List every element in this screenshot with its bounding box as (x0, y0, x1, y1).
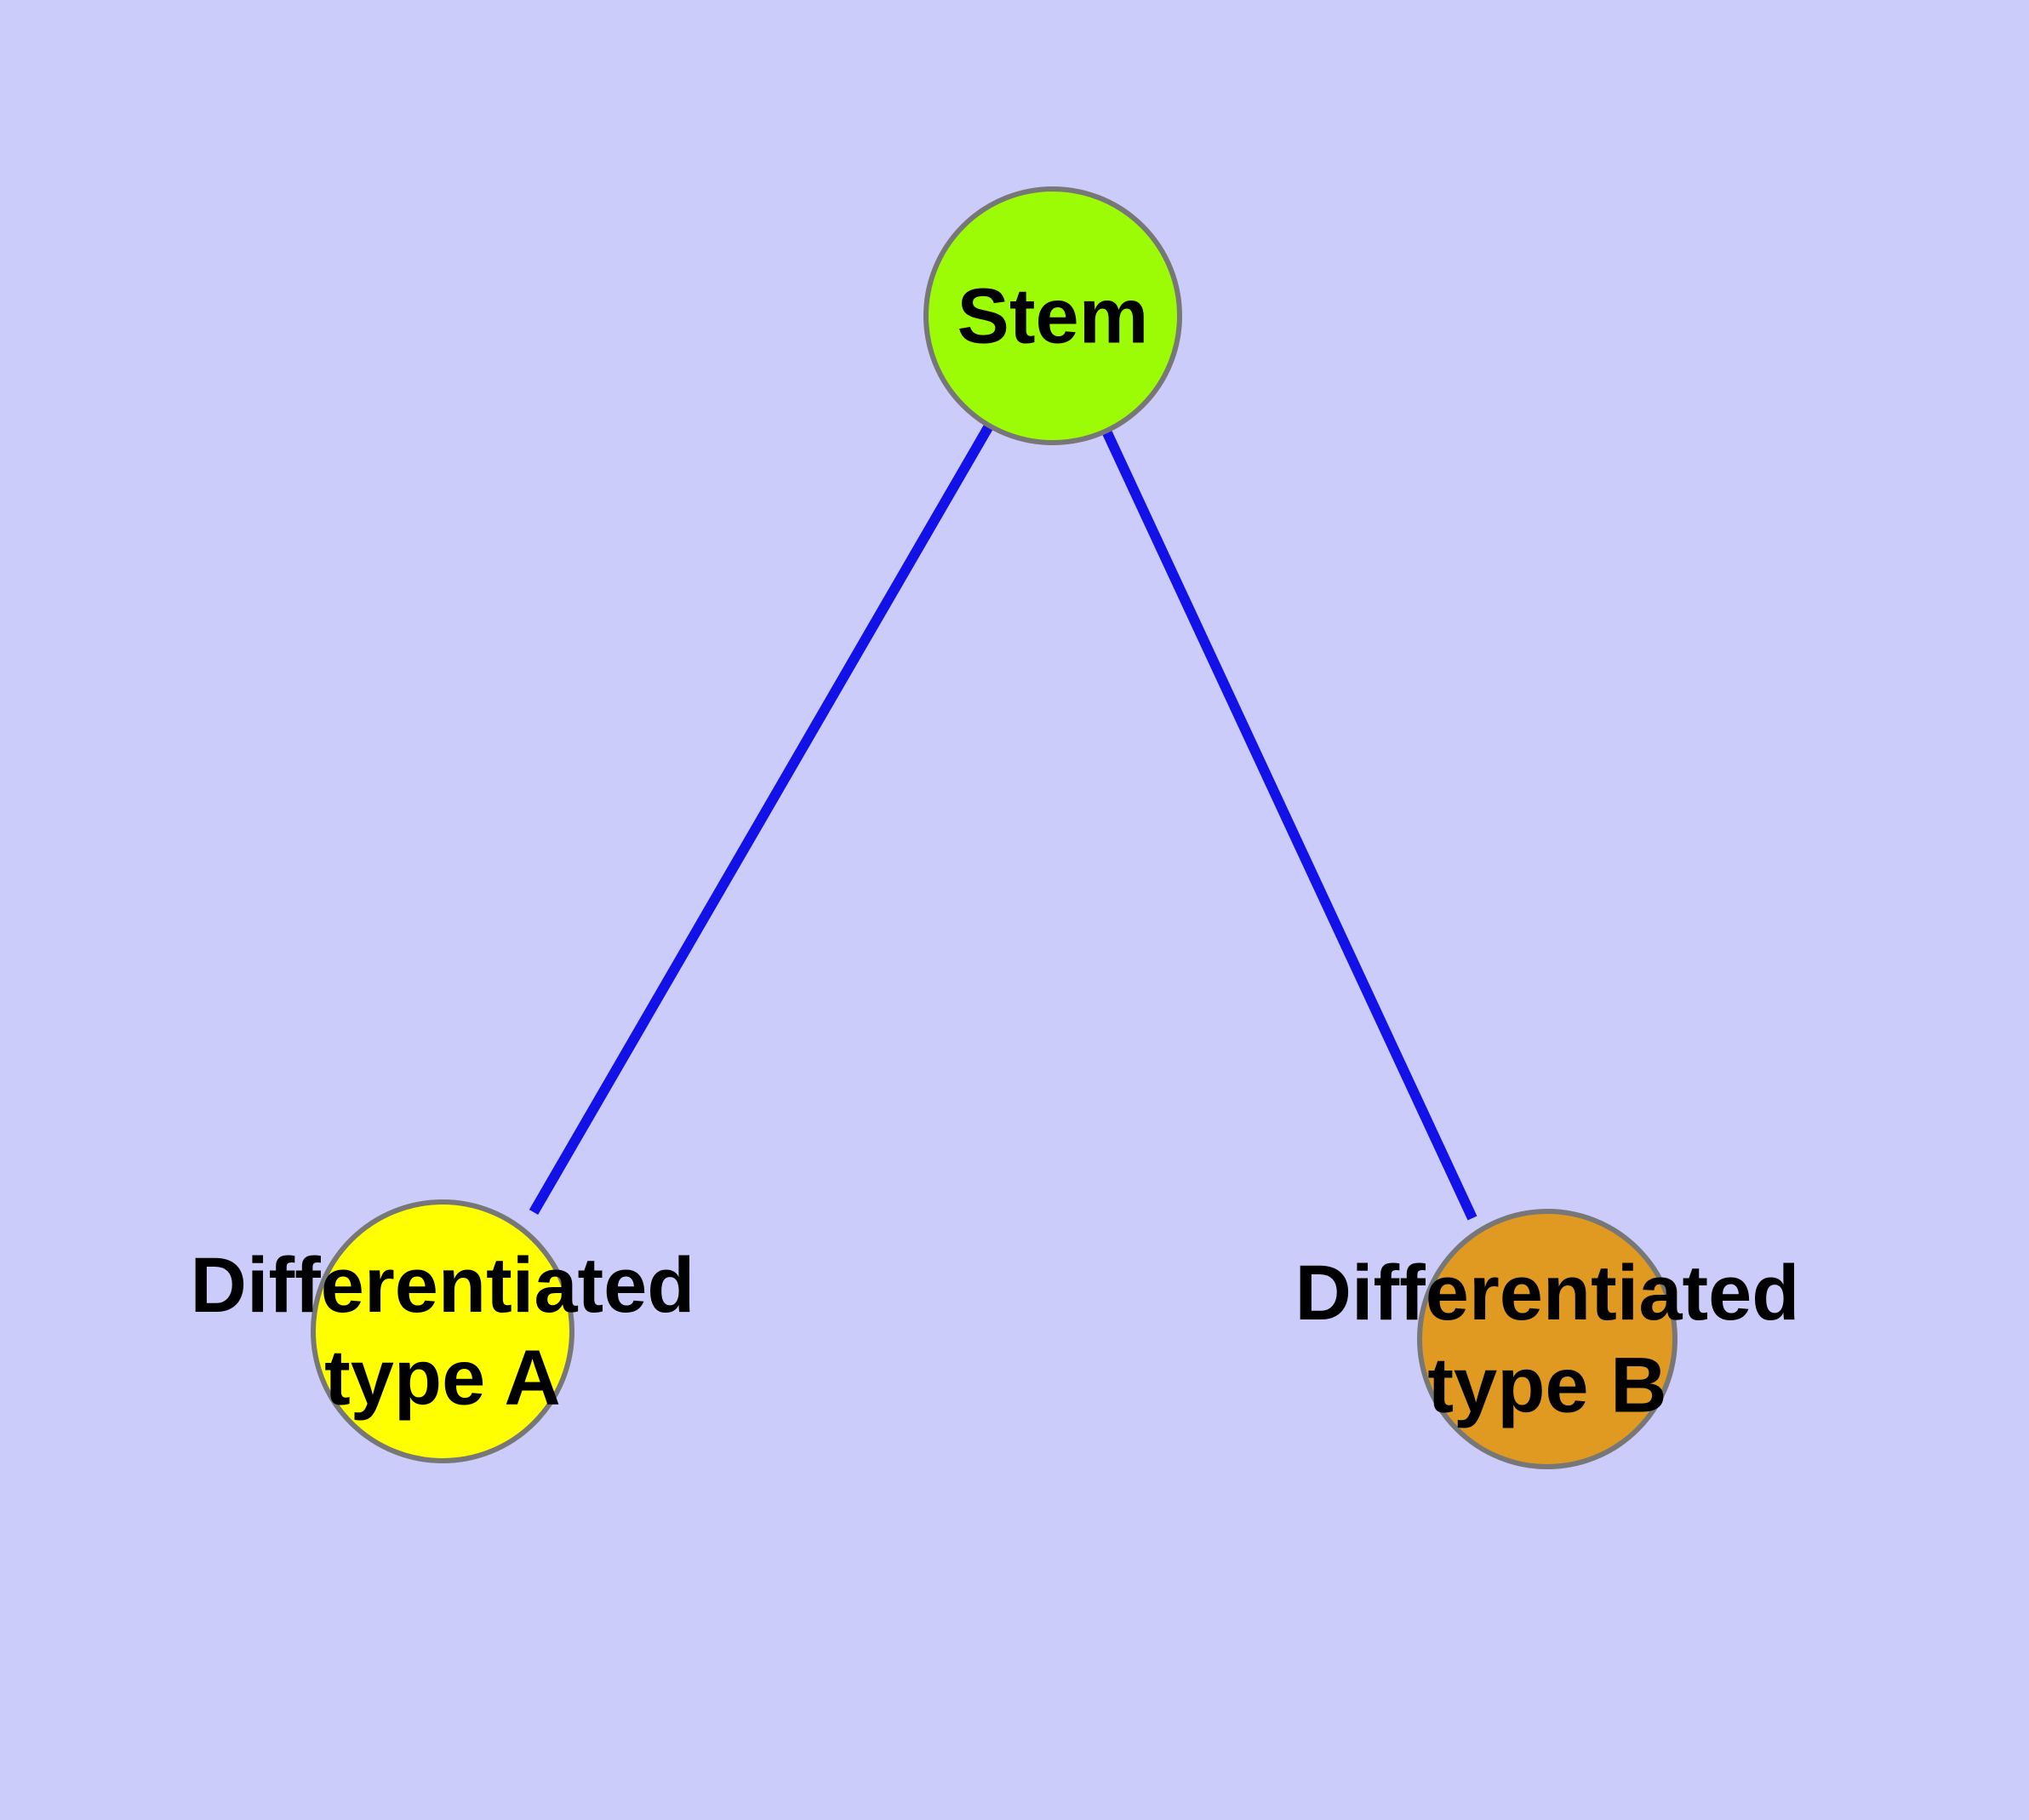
node-label-line: Differentiated (191, 1242, 695, 1329)
node-label-line: Differentiated (1295, 1250, 1800, 1336)
node-stem[interactable] (923, 186, 1182, 445)
node-layer (311, 186, 1677, 1469)
edge-layer (529, 312, 1477, 1221)
node-label-line: type B (1427, 1342, 1666, 1429)
node-circle-differentiated-type-b[interactable] (1417, 1209, 1677, 1469)
edge-stem-to-differentiated-type-a[interactable] (529, 312, 1058, 1216)
node-differentiated-type-b[interactable] (1417, 1209, 1677, 1469)
node-circle-stem[interactable] (923, 186, 1182, 445)
node-label-stem: Stem (957, 272, 1149, 359)
node-circle-differentiated-type-a[interactable] (311, 1199, 574, 1463)
node-label-line: Stem (957, 272, 1149, 359)
edge-stem-to-differentiated-type-b[interactable] (1048, 313, 1477, 1221)
node-label-line: type A (324, 1335, 561, 1422)
node-differentiated-type-a[interactable] (311, 1199, 574, 1463)
